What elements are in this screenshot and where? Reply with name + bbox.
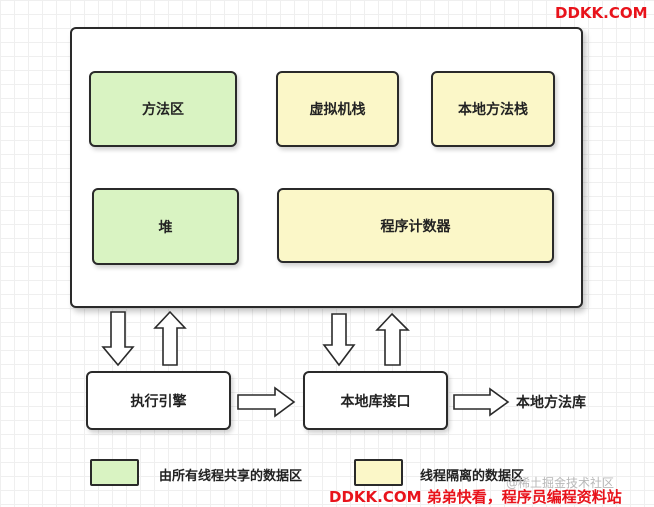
execution-engine-box: 执行引擎 xyxy=(86,371,231,430)
heap-label: 堆 xyxy=(158,219,173,236)
execution-engine-label: 执行引擎 xyxy=(130,393,187,410)
program-counter-label: 程序计数器 xyxy=(380,218,451,235)
native-library-label: 本地方法库 xyxy=(516,395,586,411)
native-interface-label: 本地库接口 xyxy=(340,393,411,410)
native-method-stack-box: 本地方法栈 xyxy=(431,71,555,147)
heap-box: 堆 xyxy=(92,188,239,265)
arrow-down-icon xyxy=(101,311,135,367)
watermark-faint: @稀土掘金技术社区 xyxy=(506,476,615,490)
watermark-top: DDKK.COM xyxy=(555,4,648,22)
legend-isolated-label: 线程隔离的数据区 xyxy=(420,469,525,484)
arrow-down-icon xyxy=(322,313,356,367)
legend-shared-label: 由所有线程共享的数据区 xyxy=(159,469,303,484)
method-area-box: 方法区 xyxy=(89,71,237,147)
arrow-right-icon xyxy=(453,387,510,417)
legend-isolated-swatch xyxy=(354,459,403,486)
vm-stack-label: 虚拟机栈 xyxy=(309,102,366,118)
arrow-right-icon xyxy=(237,386,296,418)
native-interface-box: 本地库接口 xyxy=(303,371,448,430)
native-method-stack-label: 本地方法栈 xyxy=(458,102,528,118)
program-counter-box: 程序计数器 xyxy=(277,188,554,263)
arrow-up-icon xyxy=(153,310,187,366)
method-area-label: 方法区 xyxy=(142,102,184,118)
legend-shared-swatch xyxy=(90,459,139,486)
vm-stack-box: 虚拟机栈 xyxy=(276,71,399,147)
arrow-up-icon xyxy=(375,312,410,366)
watermark-bottom: DDKK.COM 弟弟快看，程序员编程资料站 xyxy=(329,488,622,506)
